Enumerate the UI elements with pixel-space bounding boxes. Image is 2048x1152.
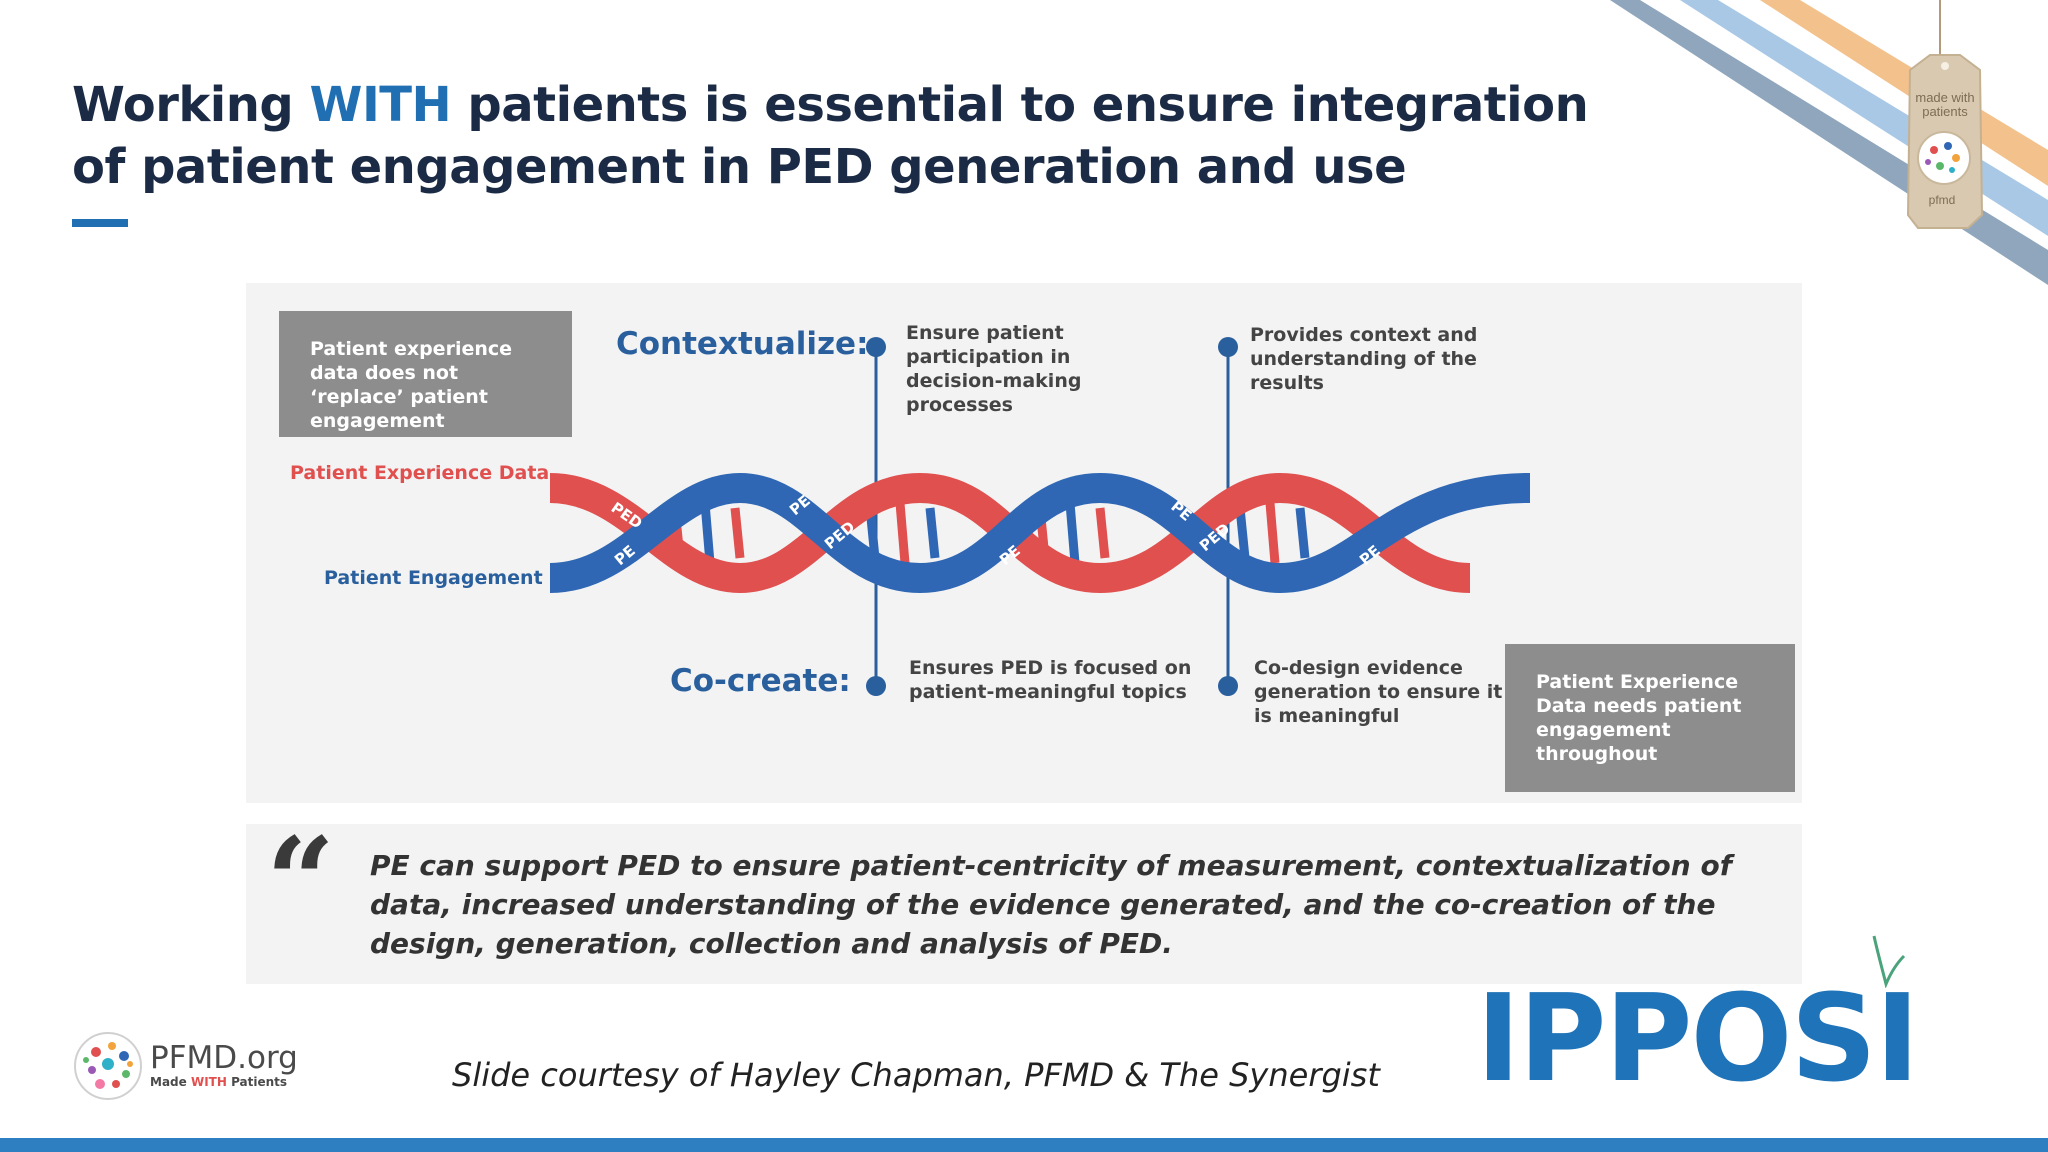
- ipposi-logo: IPPOSI: [1476, 970, 1920, 1109]
- title-part1: Working: [72, 77, 310, 133]
- note-provides-context: Provides context and understanding of th…: [1250, 324, 1478, 394]
- quote-panel: [246, 824, 1802, 984]
- pfmd-logo-icon: [74, 1032, 142, 1100]
- tag-line1: made with: [1915, 90, 1974, 105]
- note-co-design: Co-design evidence generation to ensure …: [1254, 657, 1503, 727]
- heading-co-create: Co-create:: [670, 663, 851, 699]
- note-ped-focused: Ensures PED is focused on patient-meanin…: [909, 657, 1192, 703]
- quote-text: PE can support PED to ensure patient-cen…: [370, 849, 1732, 960]
- slide-title: Working WITH patients is essential to en…: [72, 74, 1632, 198]
- box-ped-not-replace: Patient experience data does not ‘replac…: [279, 311, 572, 437]
- box-ped-needs-pe: Patient Experience Data needs patient en…: [1505, 644, 1795, 792]
- pfmd-tagline-1: Made: [150, 1075, 191, 1089]
- slide-credit: Slide courtesy of Hayley Chapman, PFMD &…: [452, 1056, 1380, 1094]
- title-highlight: WITH: [309, 77, 452, 133]
- label-patient-experience-data: Patient Experience Data: [290, 462, 550, 484]
- title-underline: [72, 219, 128, 227]
- title-part2: patients is essential to ensure integrat…: [72, 77, 1589, 195]
- pfmd-tagline: Made WITH Patients: [150, 1075, 287, 1089]
- label-patient-engagement: Patient Engagement: [324, 567, 543, 589]
- made-with-patients-tag: made with patients pfmd: [1906, 0, 1984, 229]
- pfmd-name: PFMD.org: [150, 1040, 298, 1076]
- ipposi-leaf-icon: [1872, 935, 1906, 988]
- dna-helix: PED PE PE PED PE PE PED PE: [549, 472, 1531, 594]
- pfmd-tagline-2: Patients: [226, 1075, 288, 1089]
- note-ensure-participation: Ensure patient participation in decision…: [906, 322, 1082, 416]
- tag-brand: pfmd: [1929, 193, 1956, 207]
- strand-pe: [549, 472, 1531, 594]
- tag-line2: patients: [1922, 104, 1968, 119]
- pfmd-tagline-with: WITH: [190, 1075, 227, 1089]
- bottom-bar: [0, 1138, 2048, 1152]
- heading-contextualize: Contextualize:: [616, 326, 869, 362]
- quote-mark-icon: “: [266, 811, 336, 952]
